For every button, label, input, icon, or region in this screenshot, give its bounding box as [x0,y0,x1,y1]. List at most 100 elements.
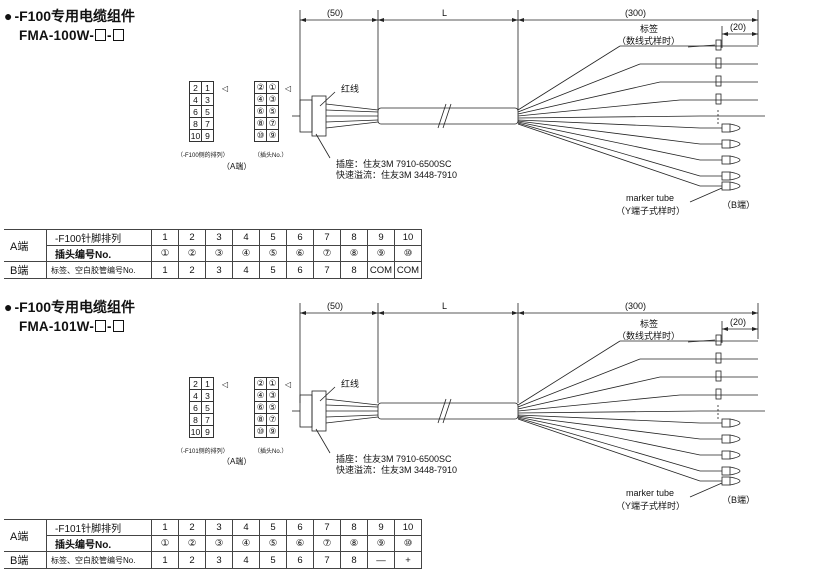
cell: 5 [259,229,287,246]
row-header: 插头编号No. [46,245,152,262]
triangle-marker-icon: ◁ [222,84,229,93]
row-header: 标签、空白胶管编号No. [46,261,152,279]
blank-box-icon [112,320,124,332]
cell: ⑩ [394,245,422,262]
lock-label: 快速溢流：住友3M 3448-7910 [336,465,458,475]
cell: COM [394,261,422,279]
cell: 10 [394,519,422,536]
cell: 3 [205,261,233,279]
row-header: 插头编号No. [46,535,152,552]
cell: 9 [367,229,395,246]
cell: 3 [205,519,233,536]
cell: 1 [151,229,179,246]
pin-cell: ⑨ [266,425,279,438]
cell: ③ [205,245,233,262]
a-end-label: （A端） [222,162,252,171]
b-end-cell: B端 [4,261,47,279]
model-number: FMA-101W-- [19,319,125,334]
pin-a-caption: （-F100侧的排列） [177,153,229,159]
dim-300: (300) [625,301,647,311]
marker-tube-sub-label: （Y端子式样时） [616,501,686,511]
cell: 5 [259,551,287,569]
cell: 8 [340,229,368,246]
cell: COM [367,261,395,279]
a-end-cell: A端 [4,229,47,262]
cell: 4 [232,551,260,569]
cell: ⑥ [286,535,314,552]
cell: 4 [232,229,260,246]
pin-a-caption: （-F101侧的排列） [177,449,229,455]
dim-300: (300) [625,8,647,18]
cell: ⑩ [394,535,422,552]
dim-50: (50) [327,8,344,18]
tag-sub-label: （数线式样时） [617,331,681,341]
cell: 1 [151,519,179,536]
pin-cell: 9 [201,425,214,438]
triangle-marker-icon: ◁ [285,380,292,389]
cell: ② [178,245,206,262]
cell: 4 [232,261,260,279]
cell: 6 [286,551,314,569]
dim-50: (50) [327,301,344,311]
cell: 4 [232,519,260,536]
triangle-marker-icon: ◁ [222,380,229,389]
cell: 1 [151,551,179,569]
triangle-marker-icon: ◁ [285,84,292,93]
marker-tube-label: marker tube [626,488,675,498]
cell: ④ [232,245,260,262]
cell: 3 [205,229,233,246]
pin-b-caption: （插头No.） [254,449,288,455]
row-header: 标签、空白胶管编号No. [46,551,152,569]
cell: ⑧ [340,245,368,262]
cell: 7 [313,551,341,569]
cell: ⑦ [313,245,341,262]
row-header: -F101针脚排列 [46,519,152,536]
marker-tube-label: marker tube [626,193,675,203]
cell: ③ [205,535,233,552]
cell: 7 [313,229,341,246]
red-line-label: 红线 [341,379,360,389]
cell: 3 [205,551,233,569]
cell: ⑥ [286,245,314,262]
b-end-cell: B端 [4,551,47,569]
cable-drawing [292,10,765,203]
blank-box-icon [95,320,107,332]
cable-drawing [292,303,765,498]
cell: 1 [151,261,179,279]
model-number: FMA-100W-- [19,28,125,43]
dim-20: (20) [730,317,747,327]
cell: 9 [367,519,395,536]
tag-label: 标签 [640,24,659,34]
cell: ⑤ [259,245,287,262]
cell: ⑦ [313,535,341,552]
b-end-label: （B端） [722,200,756,210]
cell: 7 [313,261,341,279]
socket-label: 插座：住友3M 7910-6500SC [336,454,452,464]
dim-20: (20) [730,22,747,32]
pin-mapping-table: A端 -F100针脚排列 1 2 3 4 5 6 7 8 9 10 插头编号No… [4,229,422,279]
tag-label: 标签 [640,319,659,329]
section-title: ●-F100专用电缆组件 [4,8,136,24]
cell: ② [178,535,206,552]
cell: ① [151,535,179,552]
pin-cell: ⑨ [266,129,279,142]
cell: 6 [286,261,314,279]
dim-L: L [442,301,448,311]
cell: 5 [259,519,287,536]
cell: 7 [313,519,341,536]
cell: ① [151,245,179,262]
cell: 8 [340,261,368,279]
a-end-cell: A端 [4,519,47,552]
pin-cell: 9 [201,129,214,142]
section-title: ●-F100专用电缆组件 [4,299,136,315]
cell: ⑤ [259,535,287,552]
cell: 6 [286,519,314,536]
pin-b-caption: （插头No.） [254,153,288,159]
blank-box-icon [95,29,107,41]
pin-cell: ⑤ [266,105,279,118]
cell: 2 [178,519,206,536]
